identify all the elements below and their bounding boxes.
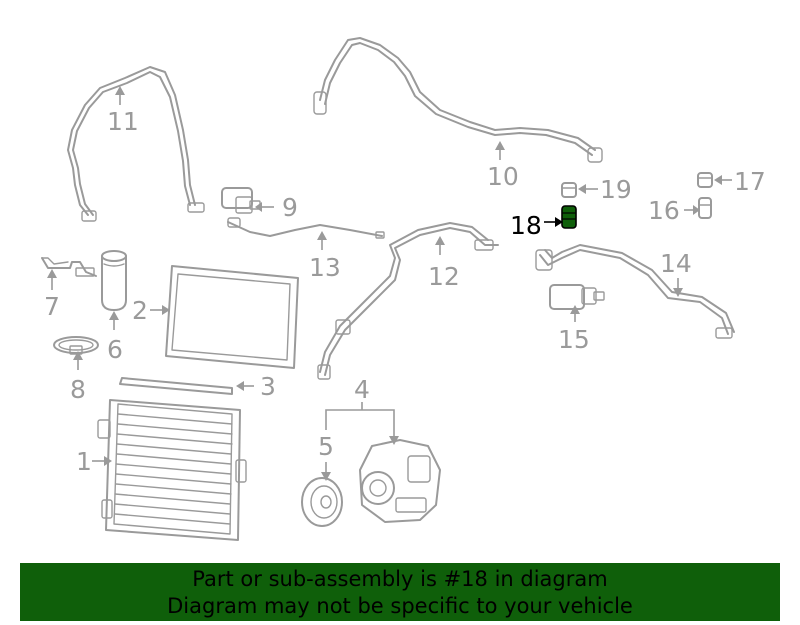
callout-17: 17 xyxy=(714,167,766,196)
callout-5: 5 xyxy=(318,432,334,481)
callout-11-label: 11 xyxy=(107,107,139,136)
callout-7: 7 xyxy=(44,269,60,321)
callout-15: 15 xyxy=(558,305,590,354)
callout-10: 10 xyxy=(487,141,519,191)
callout-19: 19 xyxy=(578,175,632,204)
part-13-line xyxy=(227,217,385,239)
callout-14-label: 14 xyxy=(660,249,692,278)
callout-8: 8 xyxy=(70,351,86,404)
callout-2-label: 2 xyxy=(132,296,148,325)
part-12-line xyxy=(317,222,499,380)
part-2-frame xyxy=(165,265,299,369)
callout-16: 16 xyxy=(648,196,700,225)
callout-16-label: 16 xyxy=(648,196,680,225)
part-18-valve xyxy=(561,205,577,229)
callout-9: 9 xyxy=(255,193,298,222)
callout-4-label: 4 xyxy=(354,375,370,404)
condenser-fins xyxy=(114,413,233,525)
callout-10-label: 10 xyxy=(487,162,519,191)
callout-4: 4 xyxy=(325,375,399,445)
callout-19-label: 19 xyxy=(600,175,632,204)
callout-9-label: 9 xyxy=(282,193,298,222)
callout-18-label: 18 xyxy=(510,211,542,240)
part-14-line xyxy=(535,244,735,339)
callout-12-label: 12 xyxy=(428,262,460,291)
callout-18[interactable]: 18 xyxy=(510,211,563,240)
callout-13-label: 13 xyxy=(309,253,341,282)
callout-14: 14 xyxy=(660,249,692,297)
callout-6: 6 xyxy=(107,311,123,364)
callout-5-label: 5 xyxy=(318,432,334,461)
part-7-bracket xyxy=(41,257,97,277)
banner-line-1: Part or sub-assembly is #18 in diagram xyxy=(192,567,608,591)
part-5-pulley xyxy=(301,477,343,527)
callout-2: 2 xyxy=(132,296,170,325)
callout-1: 1 xyxy=(76,447,112,476)
banner-line-2: Diagram may not be specific to your vehi… xyxy=(167,594,633,618)
part-4-compressor xyxy=(359,439,441,523)
callout-6-label: 6 xyxy=(107,335,123,364)
part-19-cap xyxy=(561,182,577,198)
callout-3: 3 xyxy=(236,372,276,401)
callout-1-label: 1 xyxy=(76,447,92,476)
callout-11: 11 xyxy=(107,86,139,136)
part-info-banner: Part or sub-assembly is #18 in diagram D… xyxy=(20,563,780,621)
part-8-clamp xyxy=(53,336,99,355)
callout-3-label: 3 xyxy=(260,372,276,401)
callout-15-label: 15 xyxy=(558,325,590,354)
part-9-sensor xyxy=(221,187,261,214)
callout-13: 13 xyxy=(309,231,341,282)
part-16-valve xyxy=(698,197,712,219)
part-10-hose xyxy=(313,37,603,163)
callout-8-label: 8 xyxy=(70,375,86,404)
part-15-switch xyxy=(549,284,605,310)
callout-12: 12 xyxy=(428,236,460,291)
part-17-cap xyxy=(697,172,713,188)
callout-7-label: 7 xyxy=(44,292,60,321)
part-3-strip xyxy=(119,377,233,395)
part-1-condenser xyxy=(97,399,247,541)
callout-17-label: 17 xyxy=(734,167,766,196)
part-6-drier xyxy=(101,250,127,311)
part-11-hose xyxy=(67,66,205,222)
parts-diagram: 11 10 9 13 xyxy=(41,37,766,541)
